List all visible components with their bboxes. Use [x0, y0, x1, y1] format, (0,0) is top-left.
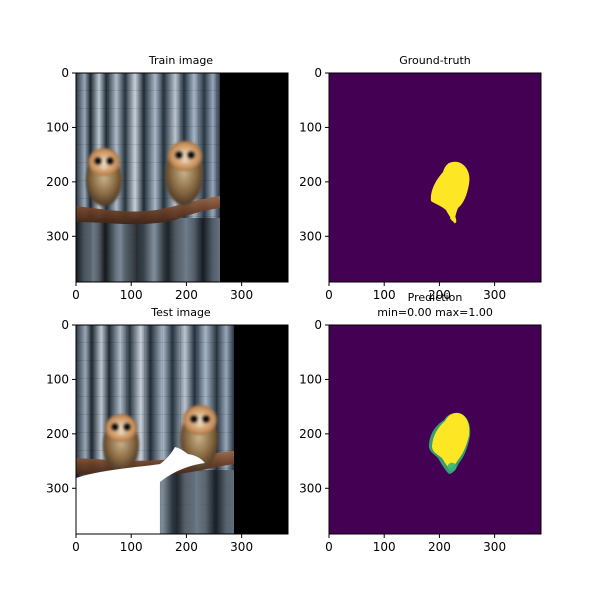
prediction-x-tick-label-0: 0 [325, 540, 333, 554]
ground-truth-x-tick-label-3: 300 [483, 288, 506, 302]
test-y-tick-label-0: 0 [61, 318, 69, 332]
train-x-tick-label-3: 300 [230, 288, 253, 302]
train-image-panel [76, 73, 288, 282]
prediction-mask [432, 413, 470, 468]
prediction-y-tick-label-3: 300 [299, 481, 322, 495]
test-image-panel [76, 325, 288, 534]
ground-truth-y-tick-label-3: 300 [299, 229, 322, 243]
prediction-y-tick-label-0: 0 [314, 318, 322, 332]
train-x-tick-label-2: 200 [175, 288, 198, 302]
prediction-x-tick-label-1: 100 [373, 540, 396, 554]
train-image-frame [75, 72, 289, 283]
train-y-tick-label-0: 0 [61, 66, 69, 80]
ground-truth-background [329, 73, 541, 282]
train-right-owl [165, 141, 203, 205]
train-y-tick-label-1: 100 [46, 120, 69, 134]
ground-truth-x-tick-label-2: 200 [428, 288, 451, 302]
train-y-tick-label-3: 300 [46, 229, 69, 243]
test-x-tick-label-2: 200 [175, 540, 198, 554]
ground-truth-mask [430, 161, 470, 224]
prediction-y-tick-label-2: 200 [299, 427, 322, 441]
test-image-title: Test image [150, 306, 211, 319]
prediction-edge-blob [447, 462, 457, 472]
test-image-frame [75, 324, 289, 535]
test-hand [76, 446, 206, 534]
test-x-tick-label-0: 0 [72, 540, 80, 554]
prediction-x-tick-label-3: 300 [483, 540, 506, 554]
prediction-y-tick-label-1: 100 [299, 372, 322, 386]
test-right-owl [180, 405, 218, 470]
prediction-panel [329, 325, 541, 534]
train-left-owl [86, 148, 122, 206]
prediction-frame [328, 324, 542, 535]
ground-truth-y-tick-label-2: 200 [299, 175, 322, 189]
train-image-branch [76, 196, 220, 225]
prediction-subtitle: min=0.00 max=1.00 [377, 306, 493, 319]
axes-layer: 0 100 200 300 0 100 200 300 0 100 200 300 0 100 200 300… [46, 66, 506, 554]
ground-truth-x-tick-label-0: 0 [325, 288, 333, 302]
test-x-tick-label-1: 100 [120, 540, 143, 554]
ground-truth-panel [329, 73, 541, 282]
ground-truth-frame [328, 72, 542, 283]
test-y-tick-label-2: 200 [46, 427, 69, 441]
prediction-title: Prediction [408, 291, 463, 304]
prediction-x-tick-label-2: 200 [428, 540, 451, 554]
ground-truth-title: Ground-truth [399, 54, 471, 67]
ground-truth-y-tick-label-0: 0 [314, 66, 322, 80]
train-image-title: Train image [148, 54, 213, 67]
train-y-tick-label-2: 200 [46, 175, 69, 189]
ground-truth-y-tick-label-1: 100 [299, 120, 322, 134]
train-x-tick-label-1: 100 [120, 288, 143, 302]
train-image-cage-bottom [76, 218, 220, 282]
test-x-tick-label-3: 300 [230, 540, 253, 554]
test-y-tick-label-3: 300 [46, 481, 69, 495]
test-left-owl [103, 414, 139, 471]
train-x-tick-label-0: 0 [72, 288, 80, 302]
ground-truth-x-tick-label-1: 100 [373, 288, 396, 302]
test-y-tick-label-1: 100 [46, 372, 69, 386]
